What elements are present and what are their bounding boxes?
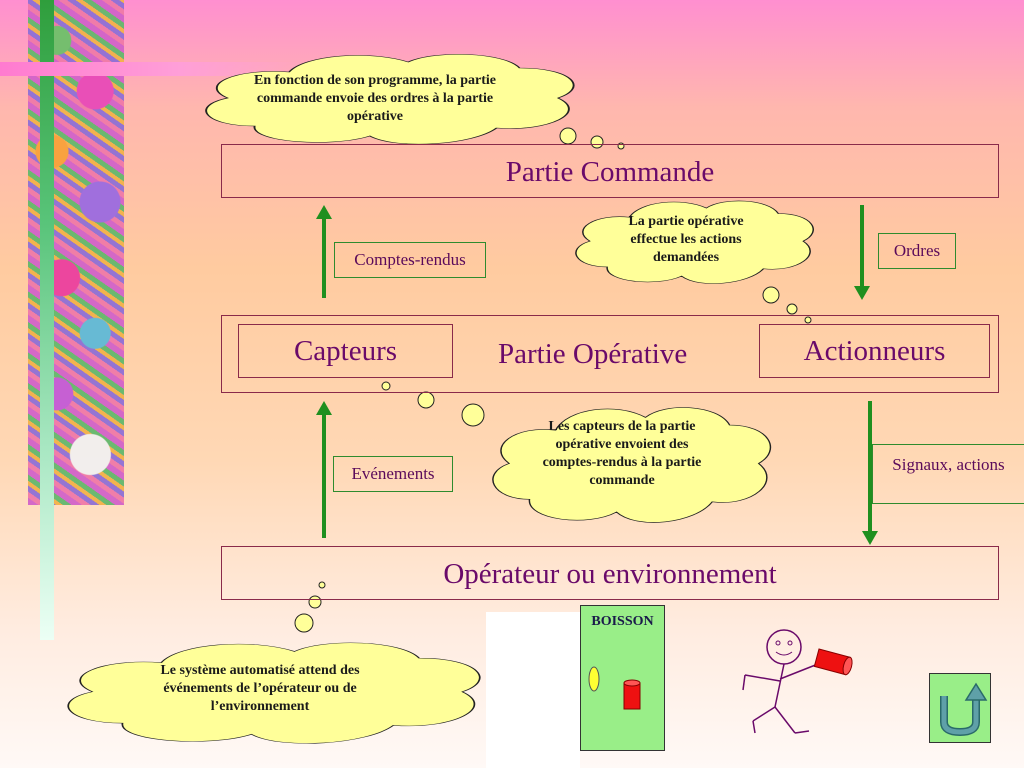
- bubble: [762, 286, 780, 304]
- stick-figure-icon: [742, 629, 853, 734]
- return-icon: [940, 682, 988, 737]
- arrow-signaux: [868, 401, 872, 532]
- bubble: [294, 613, 314, 633]
- partie-commande-box: Partie Commande: [221, 144, 999, 198]
- bubble: [786, 303, 798, 315]
- can-icon: [623, 679, 641, 710]
- decorative-green-bar: [40, 0, 54, 640]
- actionneurs-box: Actionneurs: [759, 324, 990, 378]
- capteurs-label: Capteurs: [293, 335, 398, 367]
- cloud-1-text: En fonction de son programme, la partie …: [253, 73, 496, 124]
- capteurs-box: Capteurs: [238, 324, 453, 378]
- arrow-ordres: [860, 205, 864, 287]
- can-icon: [813, 648, 853, 676]
- white-panel: [486, 612, 580, 768]
- coin-slot-icon: [588, 666, 600, 692]
- cloud-3-text: Les capteurs de la partie opérative envo…: [542, 419, 702, 488]
- arrow-comptes-rendus: [322, 218, 326, 298]
- boisson-label: BOISSON: [591, 614, 654, 629]
- ordres-label: Ordres: [878, 233, 956, 269]
- operateur-label: Opérateur ou environnement: [443, 558, 777, 590]
- evenements-label: Evénements: [333, 456, 453, 492]
- bubble: [381, 381, 391, 391]
- cloud-2-text: La partie opérative effectue les actions…: [628, 214, 744, 265]
- bubble: [559, 127, 577, 145]
- actionneurs-label: Actionneurs: [803, 335, 946, 367]
- decorative-pink-bar: [0, 62, 300, 76]
- comptes-rendus-label: Comptes-rendus: [334, 242, 486, 278]
- arrow-down-head: [854, 286, 870, 300]
- return-button[interactable]: [929, 673, 991, 743]
- bubble: [417, 391, 435, 409]
- partie-operative-box: Partie Opérative: [221, 315, 999, 393]
- bubble: [590, 135, 604, 149]
- bubble: [804, 316, 812, 324]
- vending-machine: BOISSON: [580, 605, 665, 751]
- arrow-up-head: [316, 205, 332, 219]
- machine-contents: [588, 666, 641, 710]
- arrow-evenements: [322, 414, 326, 538]
- bubble: [461, 403, 485, 427]
- signaux-label: Signaux, actions: [872, 444, 1024, 504]
- partie-commande-label: Partie Commande: [505, 156, 715, 188]
- arrow-down-head: [862, 531, 878, 545]
- cloud-4-text: Le système automatisé attend des événeme…: [160, 663, 360, 714]
- partie-operative-label: Partie Opérative: [498, 338, 688, 370]
- arrow-up-head: [316, 401, 332, 415]
- bubble: [318, 581, 326, 589]
- operateur-box: Opérateur ou environnement: [221, 546, 999, 600]
